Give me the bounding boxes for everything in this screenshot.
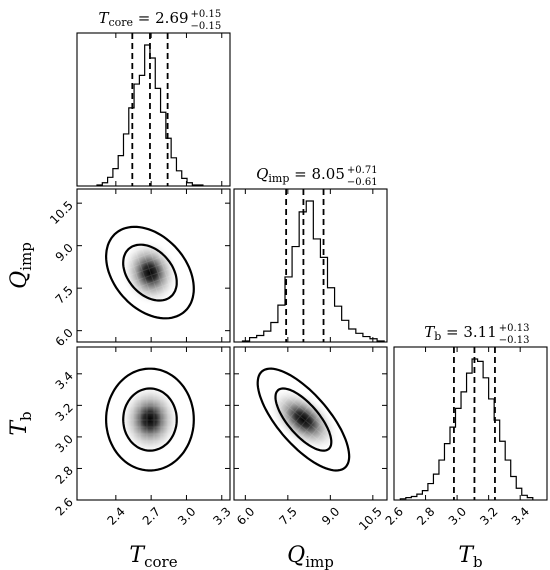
density-panel-1-2 — [256, 367, 351, 472]
density-panel-0-1 — [104, 225, 195, 320]
panel-frame-2-1 — [233, 346, 388, 501]
panel-frame-2-0 — [76, 346, 231, 501]
histogram-steps — [399, 358, 534, 500]
density-pixels — [119, 383, 181, 456]
y-tick-label: 6.0 — [53, 326, 76, 349]
x-tick-label: 3.4 — [509, 504, 532, 527]
x-tick-label: 6.0 — [234, 504, 257, 527]
histogram-steps — [241, 200, 385, 342]
x-tick-label: 2.7 — [140, 504, 163, 527]
x-tick-label: 7.5 — [276, 504, 299, 527]
x-tick-label: 3.0 — [175, 504, 198, 527]
histogram-panel-0 — [96, 33, 204, 186]
histogram-panel-1 — [241, 189, 385, 342]
panel-frame-1-1 — [233, 188, 388, 343]
contour-2sigma — [104, 225, 195, 320]
x-tick-label: 2.4 — [104, 504, 127, 527]
contour-2sigma — [256, 367, 351, 472]
panel-title-1: Qimp = 8.05 — [256, 165, 345, 185]
panel-title-2: Tb = 3.11 — [424, 323, 497, 343]
y-tick-label: 3.2 — [53, 400, 76, 423]
error-plus-1: +0.71 — [347, 165, 378, 176]
y-tick-label: 3.0 — [53, 432, 76, 455]
histogram-panel-2 — [399, 347, 534, 500]
error-minus-2: −0.13 — [499, 335, 530, 346]
y-tick-label: 10.5 — [47, 198, 76, 227]
panel-frame-1-0 — [76, 188, 231, 343]
panel-frame-0-0 — [76, 32, 231, 187]
y-tick-label: 2.6 — [53, 495, 76, 518]
x-tick-label: 3.2 — [477, 504, 500, 527]
contour-1sigma — [274, 387, 333, 452]
y-tick-label: 7.5 — [53, 283, 76, 306]
x-tick-label: 2.8 — [414, 504, 437, 527]
density-pixels — [267, 387, 340, 452]
panel-frame-2-2 — [393, 346, 548, 501]
error-minus-1: −0.61 — [347, 177, 378, 188]
y-tick-label: 3.4 — [53, 369, 76, 392]
contour-1sigma — [122, 387, 178, 452]
x-axis-label-2: Tb — [458, 543, 482, 570]
contour-1sigma — [122, 243, 178, 302]
density-panel-0-2 — [104, 367, 195, 472]
x-tick-label: 3.0 — [446, 504, 469, 527]
panel-title-0: Tcore = 2.69 — [98, 9, 188, 29]
x-axis-label-1: Qimp — [287, 543, 334, 570]
x-tick-label: 9.0 — [319, 504, 342, 527]
y-axis-label-2: Tb — [7, 411, 35, 435]
y-tick-label: 2.8 — [53, 464, 76, 487]
contour-2sigma — [104, 367, 195, 472]
density-pixels — [120, 239, 180, 307]
error-plus-2: +0.13 — [499, 323, 530, 334]
x-axis-label-0: Tcore — [129, 543, 177, 570]
x-tick-label: 2.6 — [383, 504, 406, 527]
x-tick-label: 3.3 — [210, 504, 233, 527]
x-tick-label: 10.5 — [356, 504, 385, 533]
y-tick-label: 9.0 — [53, 241, 76, 264]
error-plus-0: +0.15 — [191, 9, 222, 20]
y-axis-label-1: Qimp — [7, 242, 35, 289]
error-minus-0: −0.15 — [191, 21, 222, 32]
